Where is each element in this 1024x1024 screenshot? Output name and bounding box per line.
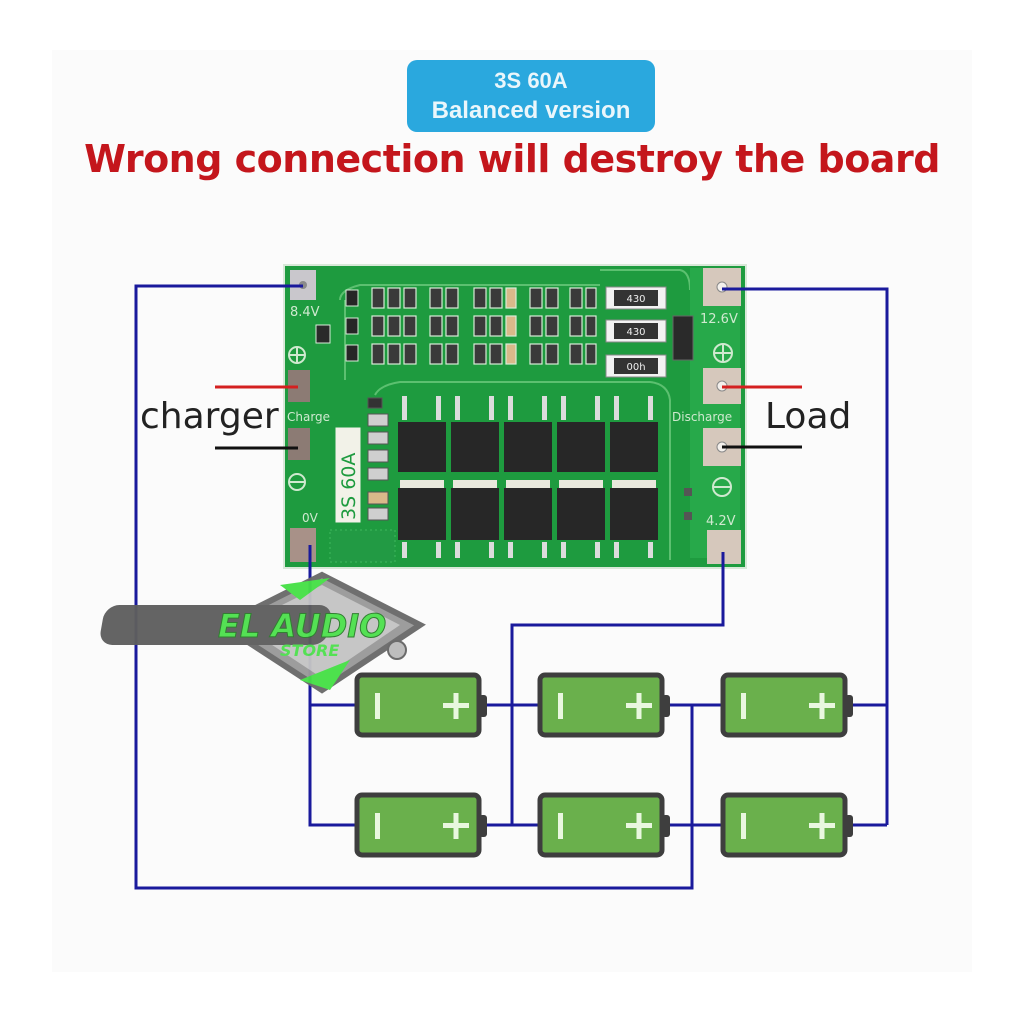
- plus-symbol-icon: [713, 343, 733, 363]
- pad-b-minus: [290, 528, 316, 562]
- battery-cell-icon: [723, 795, 853, 855]
- balance-wires: [134, 284, 889, 890]
- model-marking-text: 3S 60A: [338, 453, 360, 520]
- battery-cell-icon: [540, 675, 670, 735]
- charger-leads: [215, 385, 298, 450]
- smd-components: [315, 287, 597, 365]
- resistor-3-marking: 00h: [626, 362, 645, 373]
- pad-label-charge: Charge: [287, 410, 330, 424]
- battery-cell-icon: [357, 795, 487, 855]
- pad-b-plus-12-6v: [703, 268, 741, 306]
- badge-version: Balanced version: [431, 97, 631, 124]
- battery-pack: [357, 675, 853, 855]
- pad-label-8-4v: 8.4V: [290, 305, 320, 320]
- pad-charge-minus: [288, 428, 310, 460]
- battery-cell-icon: [540, 795, 670, 855]
- resistor-1-marking: 430: [626, 294, 645, 305]
- pad-charge-plus: [288, 370, 310, 402]
- charger-label: charger: [140, 396, 279, 437]
- load-leads: [722, 385, 802, 449]
- minus-symbol-icon: [288, 473, 306, 491]
- plus-symbol-icon: [288, 346, 306, 364]
- minus-symbol-icon: [712, 477, 732, 497]
- pad-label-0v: 0V: [302, 511, 319, 525]
- load-label: Load: [765, 396, 852, 437]
- bms-board: 8.4V Charge 0V: [283, 264, 747, 569]
- mosfet-array: [398, 396, 658, 558]
- battery-cell-icon: [357, 675, 487, 735]
- logo-text-el-audio: EL AUDIO: [218, 607, 386, 645]
- pad-label-discharge: Discharge: [672, 410, 732, 424]
- warning-heading: Wrong connection will destroy the board: [84, 137, 940, 181]
- badge-model: 3S 60A: [494, 68, 568, 93]
- battery-cell-icon: [723, 675, 853, 735]
- resistor-2-marking: 430: [626, 327, 645, 338]
- shunt-resistors: 430 430 00h: [605, 286, 694, 378]
- store-logo-watermark: EL AUDIO STORE: [100, 571, 426, 694]
- logo-text-store: STORE: [280, 641, 339, 660]
- pad-label-4-2v: 4.2V: [706, 514, 736, 529]
- version-badge: 3S 60A Balanced version: [407, 60, 655, 132]
- model-marking: 3S 60A: [334, 426, 362, 524]
- pad-label-12-6v: 12.6V: [700, 312, 738, 327]
- speaker-icon: [387, 640, 407, 660]
